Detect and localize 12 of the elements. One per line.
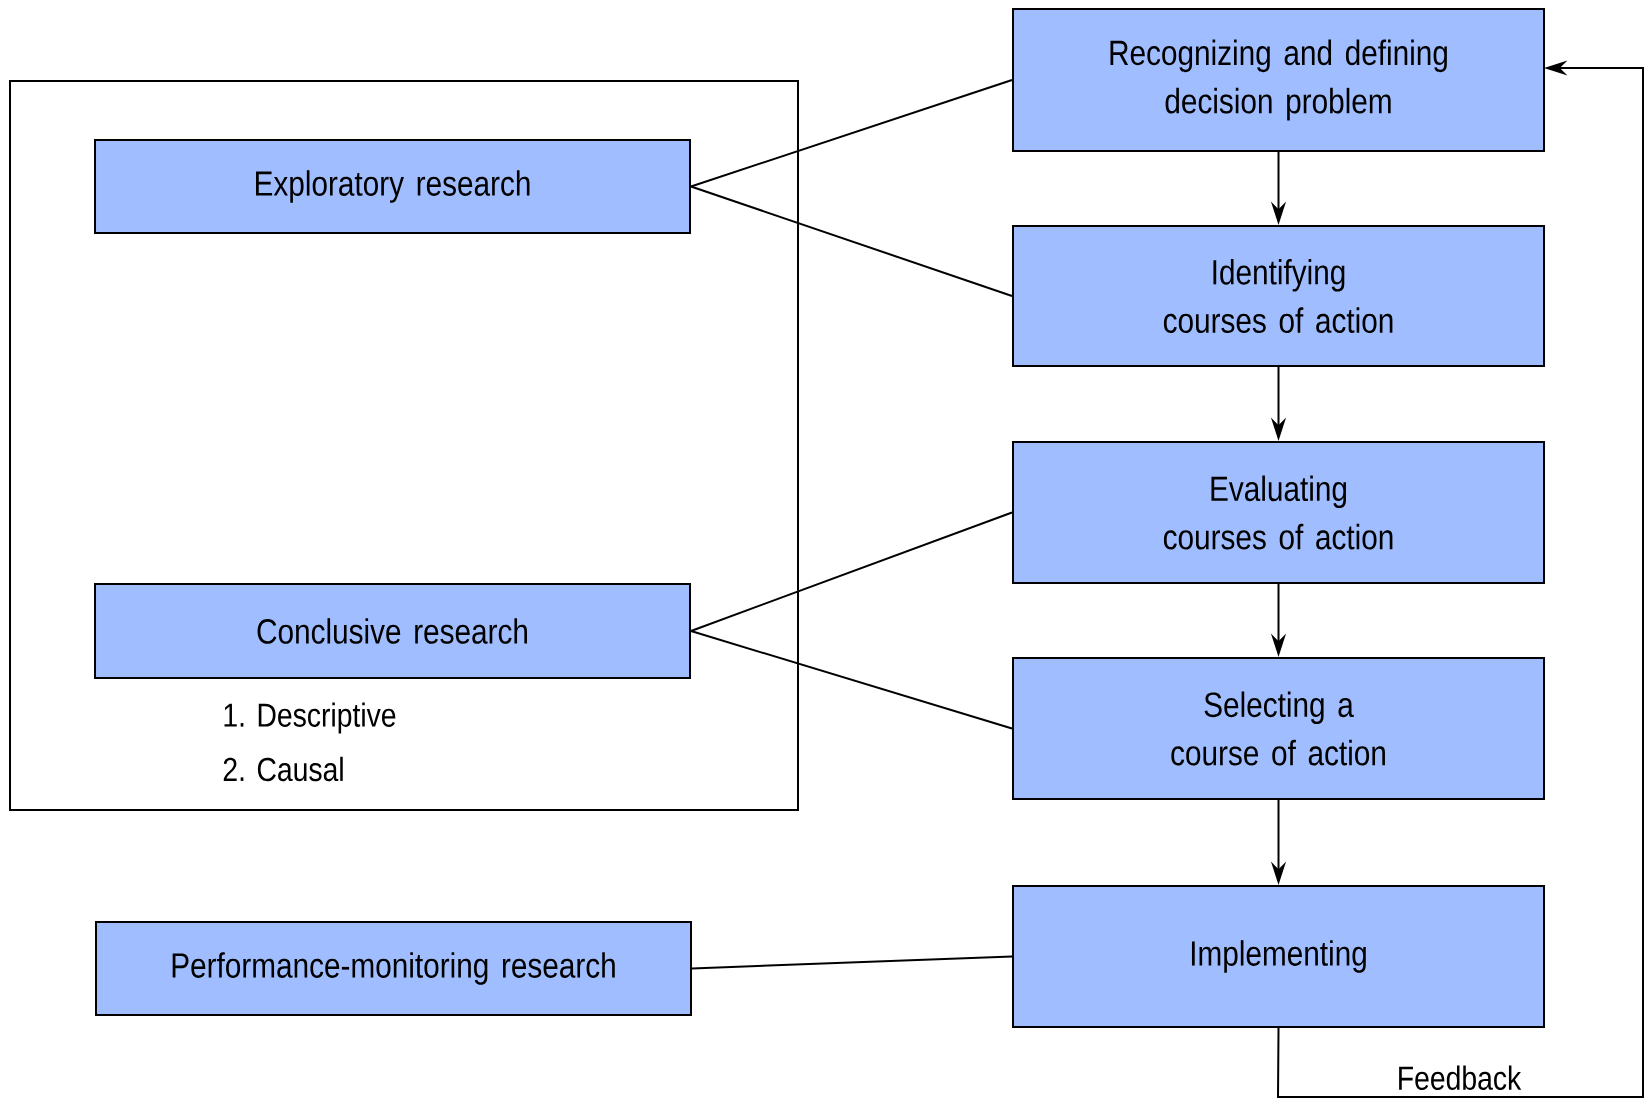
process-box: Selecting a course of action: [1012, 657, 1545, 800]
process-box: Identifying courses of action: [1012, 225, 1545, 367]
process-box: Exploratory research: [94, 139, 691, 234]
group-frame: [9, 80, 799, 811]
edge-label: Feedback: [1399, 1065, 1522, 1090]
process-box: Implementing: [1012, 885, 1545, 1028]
process-box: Evaluating courses of action: [1012, 441, 1545, 584]
list-item: 2. Causal: [223, 756, 343, 782]
process-box: Conclusive research: [94, 583, 691, 679]
process-box: Recognizing and defining decision problem: [1012, 8, 1545, 152]
list-item: 1. Descriptive: [224, 702, 396, 734]
process-box: Performance-monitoring research: [95, 921, 692, 1016]
